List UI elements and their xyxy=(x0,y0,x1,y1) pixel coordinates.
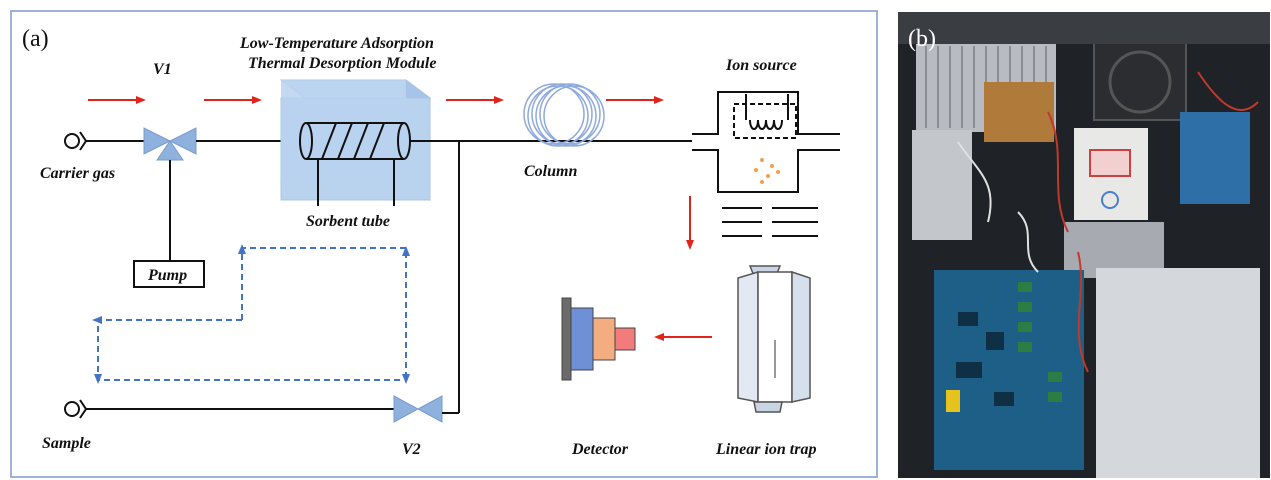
panel-b-tag: (b) xyxy=(908,26,936,52)
column-coil-icon xyxy=(523,83,605,147)
pump-box xyxy=(133,260,205,288)
panel-frame xyxy=(10,10,878,478)
thermal-desorption-module xyxy=(279,79,432,201)
linear-ion-trap-label: Linear ion trap xyxy=(715,441,816,458)
detector-label: Detector xyxy=(571,441,629,458)
column-label: Column xyxy=(524,163,577,180)
blue-board-top xyxy=(1180,112,1250,204)
sample-flow-arrowheads xyxy=(92,244,410,384)
sample-label: Sample xyxy=(42,435,91,452)
panel-a-tag: (a) xyxy=(22,26,49,52)
fan xyxy=(1093,41,1187,121)
ion-particles xyxy=(754,158,780,184)
sorbent-tube-label: Sorbent tube xyxy=(306,213,390,230)
ion-optics-plates xyxy=(722,207,818,237)
v2-valve-icon xyxy=(393,395,443,423)
detector-icon xyxy=(561,297,636,381)
yellow-connector xyxy=(946,390,960,412)
flow-arrows xyxy=(88,96,712,341)
left-bracket xyxy=(912,130,972,240)
ion-source-label: Ion source xyxy=(725,57,797,74)
module-label-line1: Low-Temperature Adsorption xyxy=(239,35,434,52)
linear-ion-trap-icon xyxy=(737,265,811,413)
schematic-panel: (a) V1 Low-Temperature Adsorption Therma… xyxy=(10,10,878,478)
instrument-photo: (b) xyxy=(898,12,1270,478)
module-label-line2: Thermal Desorption Module xyxy=(248,55,436,72)
v1-label: V1 xyxy=(153,61,172,78)
carrier-gas-label: Carrier gas xyxy=(40,165,115,182)
transformer xyxy=(984,82,1054,142)
sample-flow-path xyxy=(97,247,407,381)
pump-label: Pump xyxy=(147,267,187,284)
v2-label: V2 xyxy=(402,441,421,458)
ion-source-icon xyxy=(692,91,840,193)
v1-valve-icon xyxy=(143,127,197,161)
metal-frame xyxy=(898,12,1270,44)
